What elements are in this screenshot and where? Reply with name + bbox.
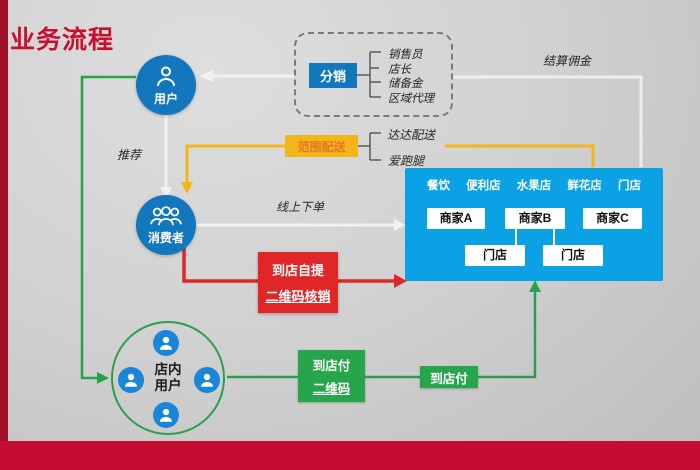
commission-label: 结算佣金 [542,54,591,68]
wire-user-to-consumer [160,114,172,199]
distribution-item-regional-agent: 区域代理 [388,91,434,105]
tab-store[interactable]: 门店 [618,180,641,192]
pickup-node: 到店自提 二维码核销 [258,252,338,313]
pickup-line2: 二维码核销 [265,289,331,305]
wire-delivery-to-platform [445,144,595,167]
tab-convenience-store[interactable]: 便利店 [466,180,501,192]
instore-users-node: 店内 用户 [111,321,225,435]
distribution-item-reserve-fund: 储备金 [388,76,423,90]
instore-label-line2: 用户 [154,378,182,393]
store-box-2[interactable]: 门店 [543,245,603,266]
wire-online-order [196,219,406,231]
wire-commission [453,75,643,167]
user-node[interactable]: 用户 [136,55,196,115]
delivery-bracket [358,132,381,161]
page-title: 业务流程 [10,26,115,54]
pay-at-store-line1: 到店付 [312,358,351,373]
consumers-icon [148,205,184,231]
wire-distribution-to-user [199,70,294,82]
user-label: 用户 [153,91,178,106]
store-box-1[interactable]: 门店 [465,245,525,266]
merchant-platform-panel: 餐饮 便利店 水果店 鲜花店 门店 商家A 商家B 商家C 门店 门店 [405,168,663,281]
pay-at-store-node-2: 到店付 [420,366,478,388]
consumer-node[interactable]: 消费者 [136,195,196,255]
instore-avatar-left [118,367,144,393]
delivery-item-dada: 达达配送 [387,128,436,142]
pickup-line1: 到店自提 [271,262,324,278]
tab-flower-store[interactable]: 鲜花店 [567,180,602,192]
consumer-label: 消费者 [147,231,184,245]
bottom-accent-bar [0,441,700,470]
instore-avatar-bottom [153,402,179,428]
merchant-b-box[interactable]: 商家B [505,208,565,229]
pay-at-store-2-label: 到店付 [430,371,468,386]
tab-catering[interactable]: 餐饮 [427,180,450,192]
recommend-label: 推荐 [116,148,141,162]
distribution-group-box [294,32,453,117]
wire-user-to-instore [80,75,136,384]
delivery-item-aipaotui: 爱跑腿 [388,154,425,168]
wire-delivery-to-consumer [181,144,285,194]
online-order-label: 线上下单 [275,200,324,214]
user-icon [154,65,178,92]
distribution-bracket [357,51,381,98]
distribution-node[interactable]: 分销 [309,63,357,88]
tab-fruit-store[interactable]: 水果店 [516,180,552,192]
pay-at-store-node: 到店付 二维码 [298,350,365,402]
pay-at-store-line2: 二维码 [312,382,351,397]
instore-avatar-top [153,330,179,356]
left-accent-bar [0,0,8,470]
merchant-c-box[interactable]: 商家C [583,208,642,229]
instore-label-line1: 店内 [154,362,182,377]
distribution-item-salesperson: 销售员 [388,47,423,61]
platform-connectors [515,229,555,247]
instore-avatar-right [194,367,220,393]
platform-tabs: 餐饮 便利店 水果店 鲜花店 门店 [405,168,663,193]
range-delivery-node[interactable]: 范围配送 [285,135,358,157]
distribution-item-store-manager: 店长 [388,62,411,76]
merchant-a-box[interactable]: 商家A [427,208,485,229]
